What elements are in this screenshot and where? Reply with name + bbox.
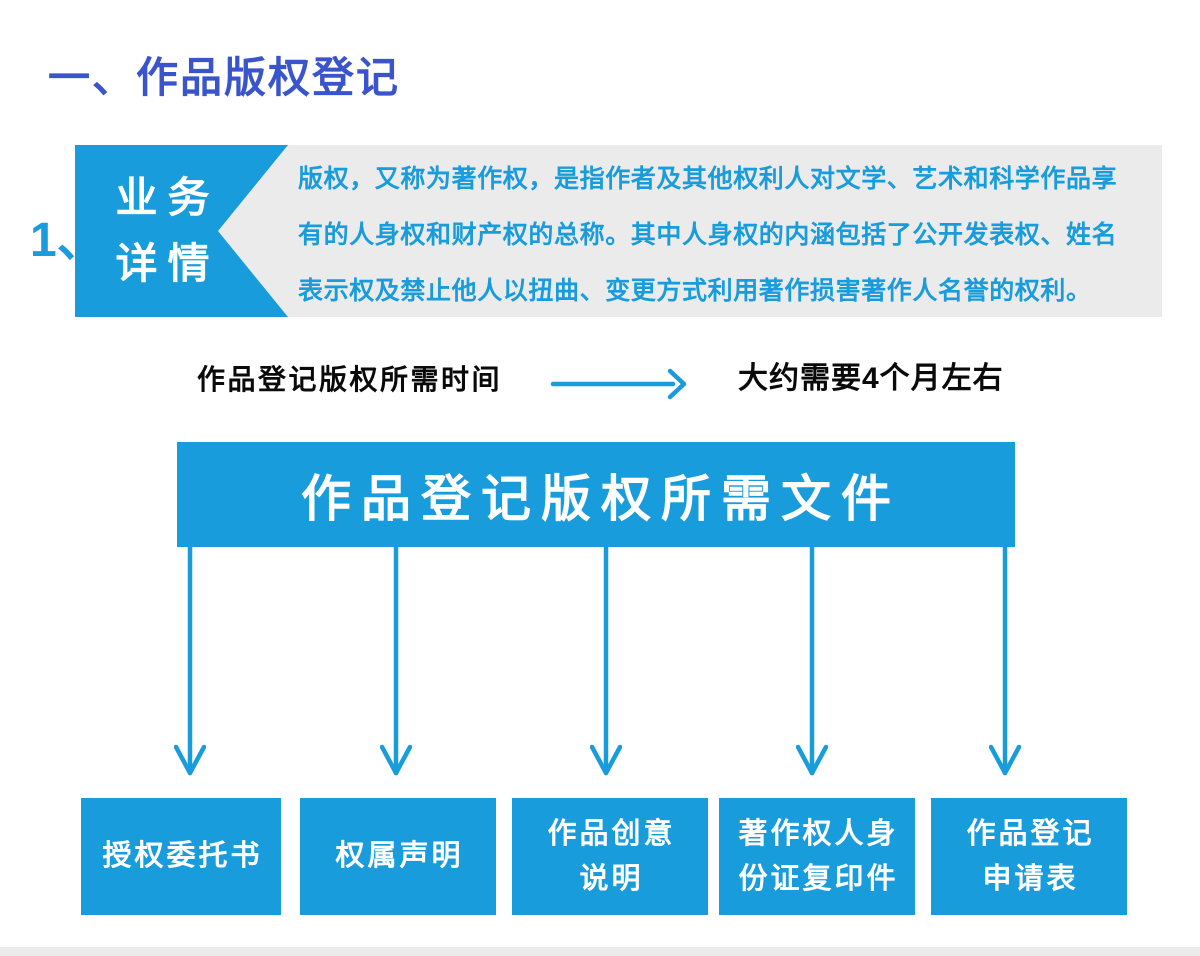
document-box-application-form: 作品登记 申请表 <box>931 798 1127 915</box>
description-line: 表示权及禁止他人以扭曲、变更方式利用著作损害著作人名誉的权利。 <box>298 277 1092 305</box>
down-arrow-icon <box>174 545 206 779</box>
required-documents-title: 作品登记版权所需文件 <box>301 470 901 527</box>
document-box-id-copy: 著作权人身 份证复印件 <box>719 798 915 915</box>
document-box-label: 申请表 <box>982 862 1079 895</box>
tab-line: 详情 <box>115 240 220 287</box>
page-title: 一、作品版权登记 <box>48 54 401 101</box>
document-box-label: 作品创意 <box>547 817 676 850</box>
document-box-ownership-statement: 权属声明 <box>300 798 496 915</box>
registration-time-label: 作品登记版权所需时间 <box>197 364 503 395</box>
down-arrow-icon <box>796 545 828 779</box>
document-box-label: 著作权人身 <box>738 817 899 850</box>
document-box-label: 说明 <box>579 862 644 895</box>
down-arrow-icon <box>989 545 1021 779</box>
description-line: 版权，又称为著作权，是指作者及其他权利人对文学、艺术和科学作品享 <box>298 165 1118 193</box>
required-documents-banner: 作品登记版权所需文件 <box>177 442 1015 547</box>
document-box-label: 权属声明 <box>335 840 464 872</box>
right-arrow-icon <box>550 368 690 400</box>
tab-line: 业务 <box>115 174 220 221</box>
document-box-authorization-letter: 授权委托书 <box>81 798 281 915</box>
document-box-label: 份证复印件 <box>738 862 899 895</box>
document-box-label: 授权委托书 <box>102 840 263 872</box>
footer-divider <box>0 947 1200 956</box>
document-box-label: 作品登记 <box>966 817 1095 850</box>
registration-time-value: 大约需要4个月左右 <box>738 362 1004 395</box>
description-line: 有的人身权和财产权的总称。其中人身权的内涵包括了公开发表权、姓名 <box>298 221 1118 249</box>
down-arrow-icon <box>590 545 622 779</box>
down-arrow-icon <box>380 545 412 779</box>
copyright-description-panel: 版权，又称为著作权，是指作者及其他权利人对文学、艺术和科学作品享 有的人身权和财… <box>288 145 1162 317</box>
document-box-creative-description: 作品创意 说明 <box>512 798 708 915</box>
